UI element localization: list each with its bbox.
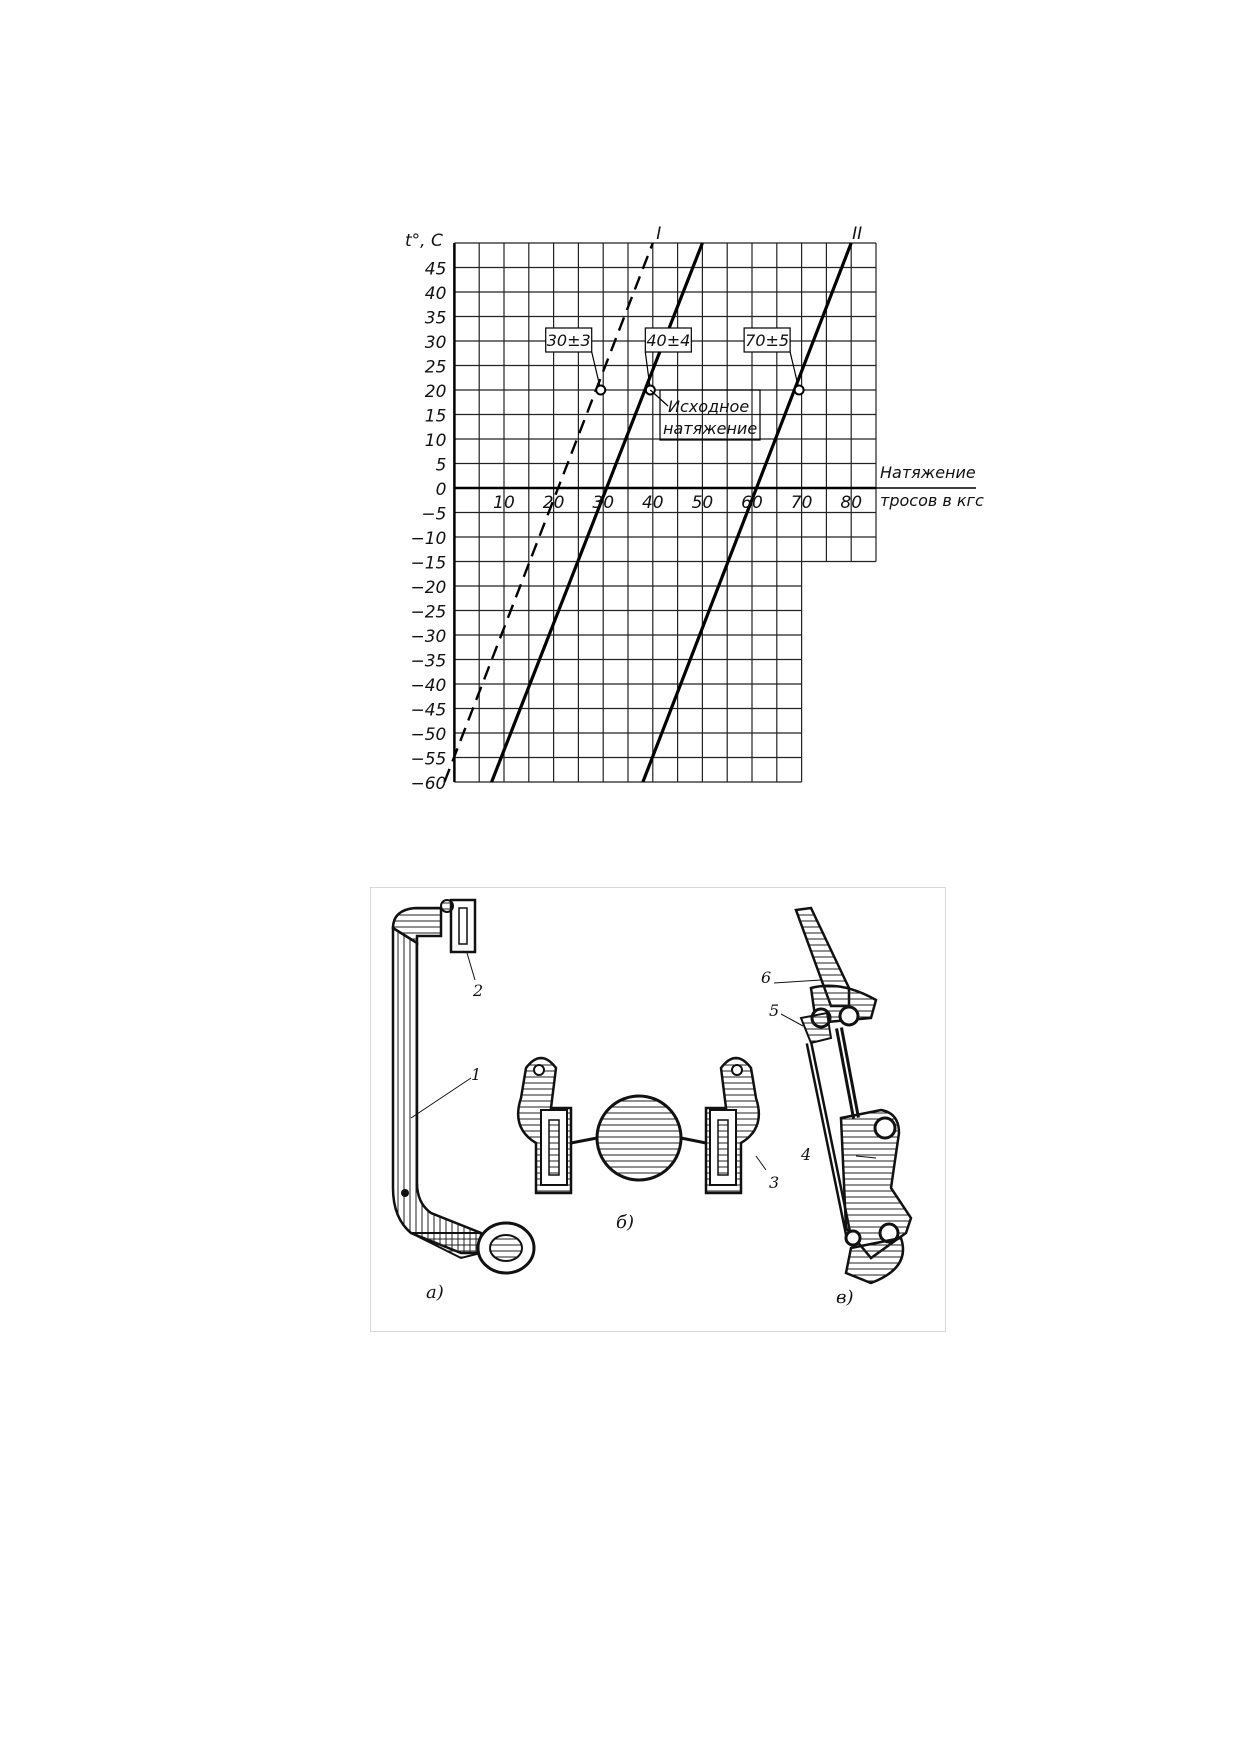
x-tick-label: 20 xyxy=(543,493,565,513)
y-tick-label: 45 xyxy=(425,260,447,280)
series-label: II xyxy=(852,224,862,244)
part-label-2: 2 xyxy=(472,981,483,1000)
y-tick-label: 30 xyxy=(425,333,447,353)
leader-line-1 xyxy=(410,1077,472,1119)
mechanism-drawing: 1 2 3 4 5 6 а) б) в) xyxy=(370,887,946,1332)
x-tick-label: 40 xyxy=(642,493,664,513)
y-tick-label: 25 xyxy=(425,358,447,378)
part-5-clevis xyxy=(799,1011,833,1045)
part-label-3: 3 xyxy=(769,1173,779,1192)
lever-hub-inner xyxy=(489,1234,523,1262)
lever-collar xyxy=(401,1189,409,1197)
x-tick-label: 50 xyxy=(692,493,714,513)
rod-end-pivot xyxy=(844,1229,862,1247)
series-line-3 xyxy=(641,242,853,783)
annotation-label: 30±3 xyxy=(547,331,591,350)
push-rod-left-inner xyxy=(808,1042,850,1239)
annotation-note-line-1: Исходное xyxy=(668,397,749,416)
y-tick-label: 20 xyxy=(425,382,447,402)
y-tick-label: 0 xyxy=(436,480,447,500)
annotation-label: 40±4 xyxy=(646,331,690,350)
view-a-lever-assembly xyxy=(391,898,536,1275)
leader-line-3 xyxy=(755,1155,767,1171)
annotation-note-line-2: натяжение xyxy=(663,419,757,438)
leader-line-6 xyxy=(773,979,822,984)
part-label-6: 6 xyxy=(761,968,771,987)
part-4-pivot xyxy=(873,1116,897,1140)
chart-axes xyxy=(453,243,976,782)
chart-tick-labels: 454035302520151050−5−10−15−20−25−30−35−4… xyxy=(411,260,863,795)
left-slot xyxy=(548,1119,560,1176)
view-label-a: а) xyxy=(426,1282,444,1303)
leader-line-5 xyxy=(780,1013,804,1027)
view-b-roller-assembly xyxy=(516,1056,761,1195)
right-axle xyxy=(680,1136,707,1145)
x-tick-label: 30 xyxy=(592,493,614,513)
y-tick-label: −5 xyxy=(421,505,446,525)
part-label-4: 4 xyxy=(800,1145,811,1164)
y-tick-label: −60 xyxy=(411,774,447,794)
push-rod-right-inner xyxy=(838,1027,857,1119)
y-tick-label: −40 xyxy=(411,676,447,696)
annotation-box xyxy=(545,327,593,353)
annotation-box xyxy=(644,327,692,353)
y-tick-label: −50 xyxy=(411,725,447,745)
roller-drum xyxy=(595,1094,683,1182)
part-2-slot xyxy=(458,907,468,945)
x-tick-label: 80 xyxy=(840,493,862,513)
y-tick-label: −25 xyxy=(411,603,447,623)
y-tick-label: 40 xyxy=(425,284,447,304)
annotation-point xyxy=(595,384,607,396)
x-tick-label: 10 xyxy=(493,493,515,513)
y-tick-label: −20 xyxy=(411,578,447,598)
annotation-label: 70±5 xyxy=(745,331,789,350)
y-tick-label: 10 xyxy=(425,431,447,451)
x-tick-label: 70 xyxy=(791,493,813,513)
view-label-v: в) xyxy=(836,1287,854,1308)
y-tick-label: 35 xyxy=(425,309,447,329)
y-tick-label: −45 xyxy=(411,701,447,721)
y-tick-label: −10 xyxy=(411,529,447,549)
view-v-linkage-assembly xyxy=(794,906,913,1285)
linkage-pivot-top-2 xyxy=(838,1005,860,1027)
y-axis-label: t°, C xyxy=(405,231,443,251)
x-axis-label-line-1: Натяжение xyxy=(880,463,976,482)
chart-grid xyxy=(453,242,877,783)
lever-rod xyxy=(391,925,483,1255)
x-tick-label: 60 xyxy=(741,493,763,513)
leader-line-2 xyxy=(466,952,476,981)
annotation-point xyxy=(793,384,805,396)
part-2-bolt xyxy=(440,899,454,913)
left-bracket-eye xyxy=(533,1064,545,1076)
annotation-leader xyxy=(591,351,602,391)
right-bracket-eye xyxy=(731,1064,743,1076)
x-axis-label-line-2: тросов в кгс xyxy=(880,491,984,510)
part-label-1: 1 xyxy=(471,1065,481,1084)
y-tick-label: −30 xyxy=(411,627,447,647)
chart-annotations: 30±3 40±4 70±5 xyxy=(545,327,805,441)
view-label-b: б) xyxy=(616,1212,634,1233)
y-tick-label: 15 xyxy=(425,407,447,427)
part-label-5: 5 xyxy=(769,1001,779,1020)
right-slot xyxy=(717,1119,729,1176)
note-box xyxy=(659,389,761,441)
lever-top-elbow xyxy=(391,906,443,946)
annotation-leader xyxy=(789,351,800,391)
series-line-1 xyxy=(443,242,654,783)
linkage-foot xyxy=(844,1236,905,1285)
left-axle xyxy=(570,1136,598,1145)
leader-line-4 xyxy=(855,1155,877,1159)
y-tick-label: −35 xyxy=(411,652,447,672)
y-tick-label: −55 xyxy=(411,750,447,770)
series-label: I xyxy=(656,224,661,244)
lever-bottom-arm xyxy=(410,1232,482,1260)
annotation-box xyxy=(743,327,791,353)
annotation-leader xyxy=(644,351,651,391)
y-tick-label: 5 xyxy=(436,456,447,476)
y-tick-label: −15 xyxy=(411,554,447,574)
note-leader xyxy=(649,389,669,407)
